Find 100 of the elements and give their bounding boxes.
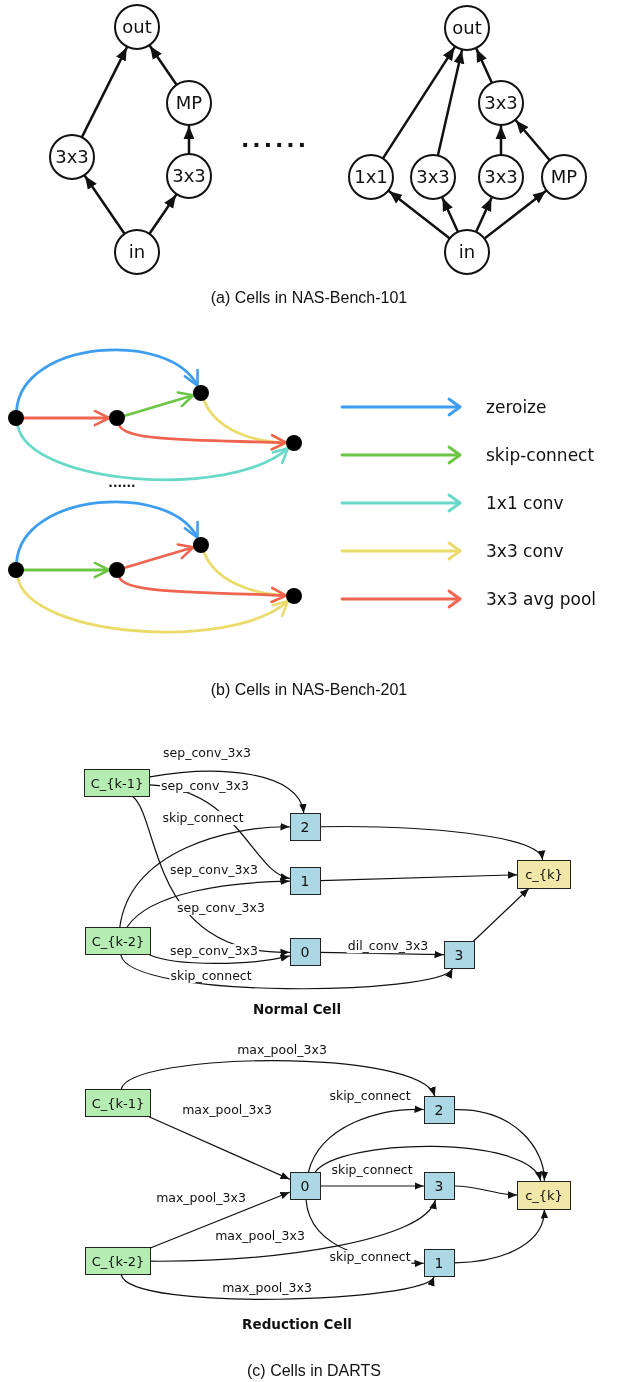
arrow [16,576,290,634]
node-label: C_{k-1} [91,1096,145,1110]
arrow [81,46,128,138]
arrow [126,877,291,928]
arrow [119,823,291,928]
operation-circle [49,134,95,180]
node-label: MP [175,94,203,112]
input-cell-box [85,1247,151,1275]
operation-circle [166,153,212,199]
edge-label: dil_conv_3x3 [346,939,430,953]
legend-label: skip-connect [486,445,595,465]
node-label: 0 [300,1179,310,1193]
arrow [83,174,126,235]
arrow [453,1208,548,1264]
arrow [149,954,291,964]
node-label: in [128,243,146,261]
node-dot [193,537,209,553]
edge-label: max_pool_3x3 [236,1043,328,1057]
arrow [307,1105,425,1173]
node-label: c_{k} [525,1188,563,1202]
node-dot [8,410,24,426]
figure-caption: (c) Cells in DARTS [247,1362,381,1380]
node-box [289,1172,321,1200]
node-label: 1 [434,1256,444,1270]
edge-label: max_pool_3x3 [221,1281,313,1295]
arrow [123,391,195,418]
arrow [148,1116,291,1180]
node-label: 2 [434,1103,444,1117]
cell-title: Reduction Cell [242,1316,352,1332]
output-cell-box [517,859,571,889]
edge-label: skip_connect [328,1089,412,1103]
operation-circle [478,154,524,200]
node-label: 2 [300,820,310,834]
arrow [314,1145,542,1182]
input-cell-box [85,927,151,955]
arrow [495,124,507,156]
node-dot [109,410,125,426]
node-label: C_{k-2} [91,934,145,948]
operation-circle [410,154,456,200]
arrow [149,770,306,814]
edge-label: max_pool_3x3 [214,1229,306,1243]
arrow [453,1109,548,1182]
node-label: 3 [434,1179,444,1193]
node-label: 3x3 [55,148,89,166]
node-box [423,1172,455,1200]
node-label: 1x1 [354,168,388,186]
arrow [16,424,290,482]
node-label: 1 [300,874,310,888]
operation-circle [166,80,212,126]
ellipsis: ...... [240,127,310,153]
legend-label: 3x3 avg pool [486,589,597,609]
node-dot [286,435,302,451]
arrow [475,196,493,233]
edge-label: skip_connect [161,811,245,825]
arrow [441,196,459,233]
arrow [15,500,199,564]
edge-label: sep_conv_3x3 [176,901,266,915]
legend-label: 1x1 conv [486,493,564,513]
node-label: in [458,243,476,261]
edge-label: sep_conv_3x3 [160,779,250,793]
edge-label: max_pool_3x3 [181,1103,273,1117]
arrow [453,1185,518,1199]
output-cell-box [517,1180,571,1210]
operation-circle [541,154,587,200]
operation-circle [444,5,490,51]
arrow [387,189,451,240]
node-label: c_{k} [525,867,563,881]
figure-caption: (b) Cells in NAS-Bench-201 [210,681,408,699]
arrow [483,189,548,240]
node-label: 3x3 [484,168,518,186]
arrow [22,409,111,427]
edge-label: max_pool_3x3 [155,1191,247,1205]
operation-circle [478,80,524,126]
arrow [120,954,453,990]
node-dot [286,588,302,604]
node-label: MP [550,168,578,186]
arrow [319,825,544,861]
arrow [118,576,288,604]
node-label: out [122,18,152,36]
figure-caption: (a) Cells in NAS-Bench-101 [210,289,408,307]
arrow [150,1191,291,1249]
node-label: C_{k-1} [90,776,144,790]
node-dot [109,562,125,578]
arrow [118,424,288,451]
arrow [436,49,465,156]
arrow [183,124,195,155]
node-label: 3x3 [484,94,518,112]
node-box [423,1249,455,1277]
arrow [22,561,111,579]
arrow [319,1182,425,1190]
legend-label: 3x3 conv [486,541,564,561]
edge-label: sep_conv_3x3 [169,863,259,877]
arrow [473,887,530,942]
edge-label: skip_connect [330,1163,414,1177]
node-label: 3x3 [172,167,206,185]
node-label: 3x3 [416,168,450,186]
operation-circle [114,229,160,275]
operation-circle [444,229,490,275]
node-box [289,867,321,895]
input-cell-box [85,1089,151,1117]
